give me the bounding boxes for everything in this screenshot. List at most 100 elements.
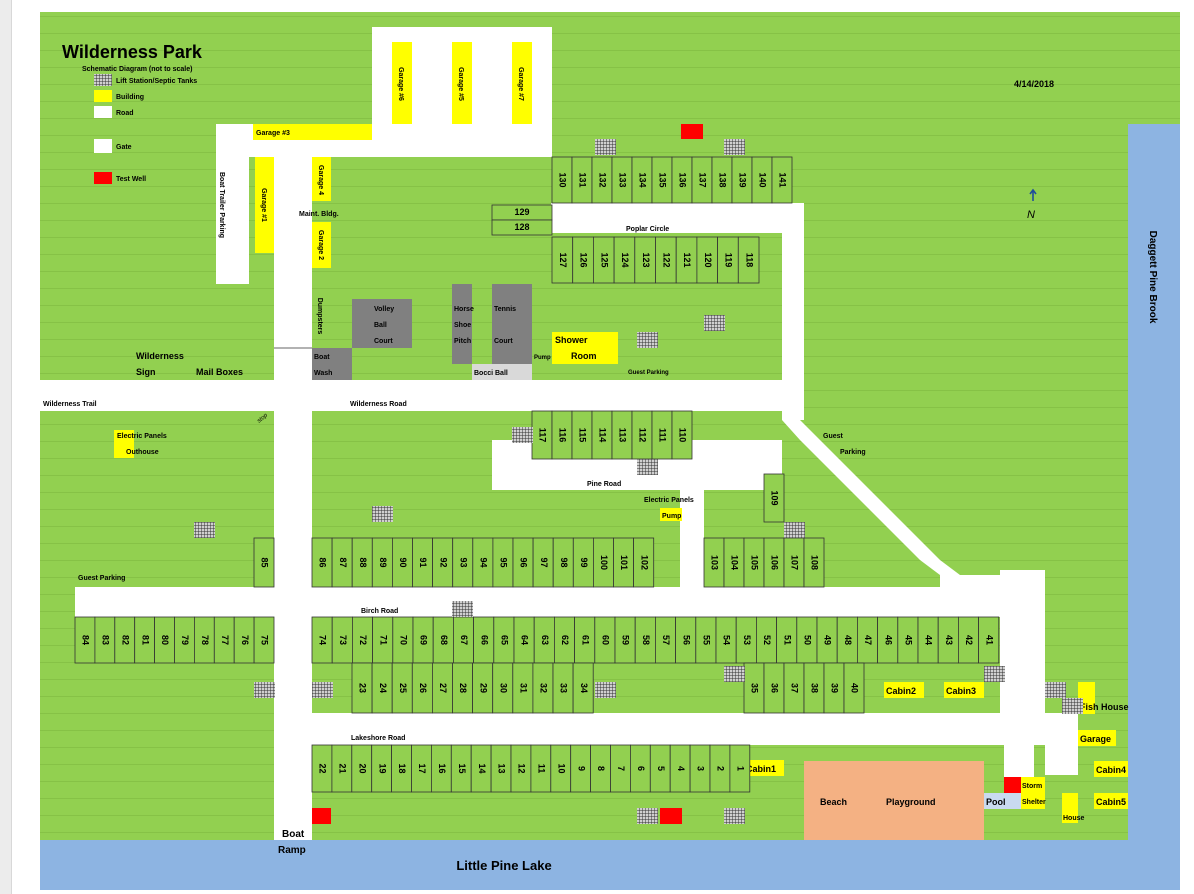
lot-number: 11 — [536, 764, 546, 774]
lot — [978, 616, 1000, 664]
dumpsters-label: Dumpsters — [316, 298, 323, 335]
wilderness-sign-2: Sign — [136, 367, 156, 377]
septic-tank — [595, 139, 616, 155]
lot-number: 27 — [438, 683, 448, 693]
lot-number: 113 — [618, 428, 628, 443]
test-well-storm — [1004, 777, 1021, 793]
legend-label: Building — [116, 94, 144, 101]
lot-number: 70 — [399, 635, 409, 645]
lot-number: 90 — [398, 557, 408, 567]
garage-box — [1078, 730, 1116, 746]
lot-number: 92 — [438, 557, 448, 567]
lot-number: 110 — [678, 428, 688, 443]
horse-1: Horse — [454, 306, 474, 313]
lot-number: 29 — [478, 683, 488, 693]
lot-number: 86 — [318, 557, 328, 567]
lot-number: 26 — [418, 683, 428, 693]
lot-number: 36 — [770, 683, 780, 693]
lot-number: 79 — [180, 635, 190, 645]
boat-wash — [312, 348, 352, 380]
lot-number: 138 — [718, 172, 728, 187]
lake — [40, 840, 1180, 890]
lot-number: 33 — [559, 683, 569, 693]
septic-tank — [637, 808, 658, 824]
storm-1: Storm — [1022, 783, 1042, 790]
legend-label: Test Well — [116, 176, 146, 183]
lot-number: 109 — [770, 490, 780, 505]
garage-2-label: Garage 2 — [317, 230, 324, 260]
lot-number: 123 — [641, 252, 651, 267]
lot-number: 48 — [843, 635, 853, 645]
cabin2-box — [884, 682, 924, 698]
septic-tanks — [194, 139, 1083, 824]
lot-number: 91 — [418, 557, 428, 567]
lot-number: 20 — [357, 763, 367, 773]
lot-number: 71 — [378, 635, 388, 645]
lot-number: 47 — [863, 635, 873, 645]
tennis-2: Court — [494, 338, 513, 345]
map-date: 4/14/2018 — [1014, 79, 1054, 89]
playground-label: Playground — [886, 797, 936, 807]
lot-number: 15 — [457, 763, 467, 773]
lot-number: 60 — [601, 635, 611, 645]
brook-label: Daggett Pine Brook — [1147, 231, 1158, 324]
septic-tank — [724, 666, 745, 682]
lot-number: 73 — [338, 635, 348, 645]
lot-number: 87 — [338, 557, 348, 567]
garage-5-label: Garage #5 — [457, 67, 464, 101]
mail-boxes: Mail Boxes — [196, 367, 243, 377]
lot-number: 50 — [803, 635, 813, 645]
septic-tank — [1045, 682, 1066, 698]
lot-number: 83 — [100, 635, 110, 645]
lot-number: 88 — [358, 557, 368, 567]
lot — [763, 473, 785, 523]
tennis-1: Tennis — [494, 306, 516, 313]
guest-label: Guest — [823, 433, 844, 440]
legend-label: Lift Station/Septic Tanks — [116, 78, 197, 85]
page-title: Wilderness Park — [62, 42, 203, 62]
septic-tank — [595, 682, 616, 698]
lot-number: 117 — [538, 428, 548, 443]
birch-road: Birch Road — [361, 608, 398, 615]
boat-ramp-1: Boat — [282, 829, 305, 840]
bocci-label: Bocci Ball — [474, 370, 508, 377]
garage-6-label: Garage #6 — [397, 67, 404, 101]
boat-wash-1: Boat — [314, 354, 330, 361]
lakeshore-road: Lakeshore Road — [351, 735, 405, 742]
lot — [491, 219, 553, 236]
lot-number: 46 — [883, 635, 893, 645]
garage-5 — [452, 42, 472, 124]
lot-number: 52 — [762, 635, 772, 645]
north-label: N — [1027, 209, 1035, 221]
volley-1: Volley — [374, 306, 394, 313]
test-well-2 — [660, 808, 682, 824]
lot-number: 14 — [477, 763, 487, 773]
wilderness-sign-1: Wilderness — [136, 351, 184, 361]
lot — [572, 662, 594, 714]
lot-number: 12 — [517, 763, 527, 773]
lot-number: 121 — [682, 252, 692, 267]
septic-tank — [194, 522, 215, 538]
lot-number: 82 — [120, 635, 130, 645]
parking-label: Parking — [840, 449, 866, 456]
shower-room — [552, 332, 618, 364]
lot-number: 37 — [790, 683, 800, 693]
house-label: House — [1063, 815, 1085, 822]
lot-number: 25 — [398, 683, 408, 693]
lot-number: 118 — [744, 253, 754, 268]
cabin1-box — [744, 760, 784, 776]
septic-tank — [724, 808, 745, 824]
test-well-top — [681, 124, 703, 139]
lot-number: 30 — [498, 683, 508, 693]
legend-swatch — [94, 106, 112, 118]
test-well-1 — [312, 808, 331, 824]
beach-label: Beach — [820, 797, 847, 807]
pine-road: Pine Road — [587, 481, 621, 488]
lot-number: 65 — [500, 635, 510, 645]
lot-number: 4 — [676, 766, 686, 771]
lot-number: 51 — [782, 635, 792, 645]
lot-number: 63 — [540, 635, 550, 645]
volley-2: Ball — [374, 322, 387, 329]
